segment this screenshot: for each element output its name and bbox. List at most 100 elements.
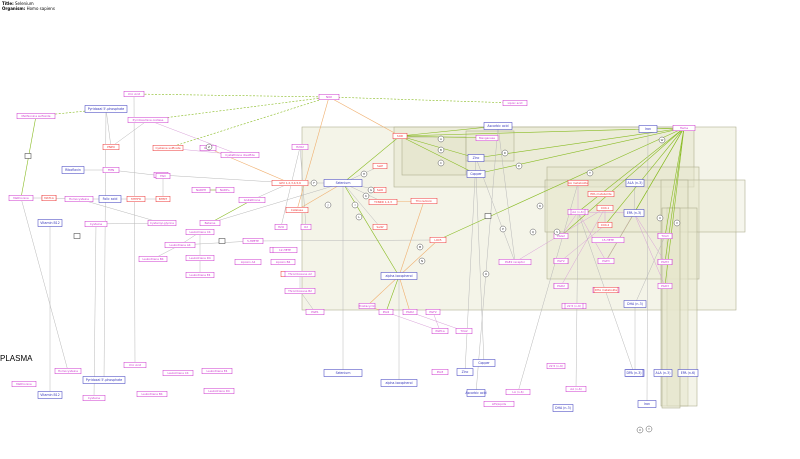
node-metabolite[interactable]: FAD: [155, 173, 171, 179]
node-metabolite[interactable]: Leukotriene E4: [201, 368, 233, 374]
node-metabolite[interactable]: Pyridoxamine oxidase: [127, 117, 169, 123]
node-nutrient[interactable]: DHA (n-3): [623, 300, 647, 308]
node-metabolite[interactable]: Thromboxane B2: [284, 288, 316, 294]
node-metabolite[interactable]: Lipoxin B4: [270, 259, 296, 265]
node-nutrient[interactable]: Copper: [466, 170, 486, 178]
node-gene[interactable]: TXNRD 1,2,3: [368, 199, 398, 205]
node-metabolite[interactable]: H2O: [274, 224, 288, 230]
node-metabolite[interactable]: Leukotriene B4: [136, 391, 168, 397]
node-nutrient[interactable]: Folic acid: [98, 195, 122, 203]
marker-circle[interactable]: [205, 143, 213, 151]
marker-circle[interactable]: [536, 202, 544, 210]
node-metabolite[interactable]: Prostacyclin: [359, 303, 376, 309]
node-metabolite[interactable]: PGE3: [597, 258, 615, 264]
node-gene[interactable]: SelP: [372, 163, 388, 169]
node-nutrient[interactable]: Iron: [637, 400, 657, 408]
node-metabolite[interactable]: LPS/Lipids: [483, 401, 515, 407]
node-metabolite[interactable]: PGG2: [553, 233, 569, 239]
node-gene[interactable]: SelR: [373, 187, 387, 193]
node-metabolite[interactable]: Manganese: [475, 135, 499, 141]
node-nutrient[interactable]: Pyridoxal 5'-phosphate: [82, 376, 126, 384]
node-gene[interactable]: MTHFR: [126, 196, 146, 202]
node-metabolite[interactable]: AA (n-6): [565, 386, 587, 392]
node-metabolite[interactable]: PGE1: [305, 309, 325, 315]
node-nutrient[interactable]: alpha-tocopherol: [380, 379, 418, 387]
marker-circle[interactable]: [437, 146, 445, 154]
node-nutrient[interactable]: alpha-tocopherol: [380, 272, 418, 280]
node-nutrient[interactable]: EPA (n-6): [677, 369, 699, 377]
node-metabolite[interactable]: PGF2: [425, 309, 441, 315]
node-metabolite[interactable]: Leukotriene B4: [138, 256, 168, 262]
node-metabolite[interactable]: Thromboxane A2: [284, 271, 316, 277]
node-gene[interactable]: EPA metabolite: [587, 191, 615, 197]
node-metabolite[interactable]: Cysteine: [84, 221, 108, 227]
marker-circle[interactable]: [360, 170, 368, 178]
marker-circle[interactable]: [515, 162, 523, 170]
node-metabolite[interactable]: Heme: [672, 125, 696, 131]
node-gene[interactable]: COX-1: [596, 205, 614, 211]
node-nutrient[interactable]: ALA (n-3): [625, 179, 645, 187]
node-metabolite[interactable]: PGD2: [402, 309, 418, 315]
node-gene[interactable]: Catalase: [285, 207, 309, 213]
node-nutrient[interactable]: Vitamin B12: [37, 391, 63, 399]
node-metabolite[interactable]: 12-HETE: [272, 247, 298, 253]
node-metabolite[interactable]: LA (n-6): [505, 389, 531, 395]
node-nutrient[interactable]: Vitamin B12: [37, 219, 63, 227]
marker-circle[interactable]: [418, 257, 426, 265]
node-gene[interactable]: BHMT: [155, 196, 171, 202]
marker-circle[interactable]: [586, 169, 594, 177]
node-metabolite[interactable]: PGD2: [553, 283, 569, 289]
node-metabolite[interactable]: Betaine: [199, 220, 221, 226]
node-metabolite[interactable]: NOX: [318, 94, 340, 100]
node-gene[interactable]: Cysteine sulfinate: [152, 145, 184, 151]
node-metabolite[interactable]: 15-HETE: [591, 237, 625, 243]
node-gene[interactable]: MAT1A: [41, 195, 57, 201]
node-metabolite[interactable]: PGD3: [657, 283, 673, 289]
node-nutrient[interactable]: Selenium: [323, 369, 363, 377]
marker-circle[interactable]: [656, 214, 664, 222]
marker-circle[interactable]: [658, 136, 666, 144]
node-gene[interactable]: DHA metabolite: [593, 287, 619, 293]
node-gene[interactable]: GPX 1,2,3,4,5,6: [271, 180, 309, 186]
marker-circle[interactable]: [636, 426, 644, 434]
marker-circle[interactable]: [437, 135, 445, 143]
node-metabolite[interactable]: Methionine sulfoxide: [16, 113, 56, 119]
node-metabolite[interactable]: Leukotriene A4: [164, 242, 196, 248]
node-metabolite[interactable]: Cystathione disulfide: [220, 152, 260, 158]
node-gene[interactable]: COX-2: [597, 222, 613, 228]
marker-circle[interactable]: [437, 159, 445, 167]
node-metabolite[interactable]: 22:5 (n-6): [546, 363, 566, 369]
node-metabolite[interactable]: Cysteine: [82, 395, 106, 401]
node-metabolite[interactable]: PGE2 receptor: [498, 259, 532, 265]
marker-circle[interactable]: [324, 201, 332, 209]
marker-circle[interactable]: [529, 228, 537, 236]
node-metabolite[interactable]: Leukotriene E4: [185, 272, 215, 278]
node-metabolite[interactable]: TXA2: [455, 328, 473, 334]
node-nutrient[interactable]: DHA (n-3): [552, 404, 574, 412]
node-nutrient[interactable]: DPA (n-3): [624, 369, 644, 377]
node-metabolite[interactable]: Homocysteine: [54, 368, 82, 374]
node-metabolite[interactable]: PGE1a: [431, 328, 449, 334]
marker-circle[interactable]: [416, 243, 424, 251]
node-metabolite[interactable]: Leukotriene D4: [185, 255, 215, 261]
node-gene[interactable]: LOX5: [429, 237, 447, 243]
marker-circle[interactable]: [645, 425, 653, 433]
node-gene[interactable]: Thioredoxin: [410, 198, 438, 204]
node-nutrient[interactable]: Ascorbic acid: [465, 389, 487, 397]
node-nutrient[interactable]: Riboflavin: [61, 166, 85, 174]
node-metabolite[interactable]: Homocysteine: [64, 196, 94, 202]
node-nutrient[interactable]: ALA (n-3): [653, 369, 673, 377]
node-metabolite[interactable]: Uric Acid: [123, 91, 145, 97]
node-nutrient[interactable]: Copper: [472, 359, 496, 367]
node-nutrient[interactable]: Selenium: [323, 179, 363, 187]
node-metabolite[interactable]: NADPH: [191, 187, 211, 193]
node-nutrient[interactable]: Pyridoxal 5'-phosphate: [84, 105, 128, 113]
marker-circle[interactable]: [553, 228, 561, 236]
node-gene[interactable]: PNPO: [102, 144, 120, 150]
node-metabolite[interactable]: PGI3: [431, 369, 449, 375]
node-metabolite[interactable]: H2O2: [291, 144, 309, 150]
marker-circle[interactable]: [367, 186, 375, 194]
node-gene[interactable]: AA metabolite: [567, 180, 589, 186]
node-metabolite[interactable]: Leukotriene C4: [185, 229, 215, 235]
node-metabolite[interactable]: Methionine: [8, 195, 34, 201]
